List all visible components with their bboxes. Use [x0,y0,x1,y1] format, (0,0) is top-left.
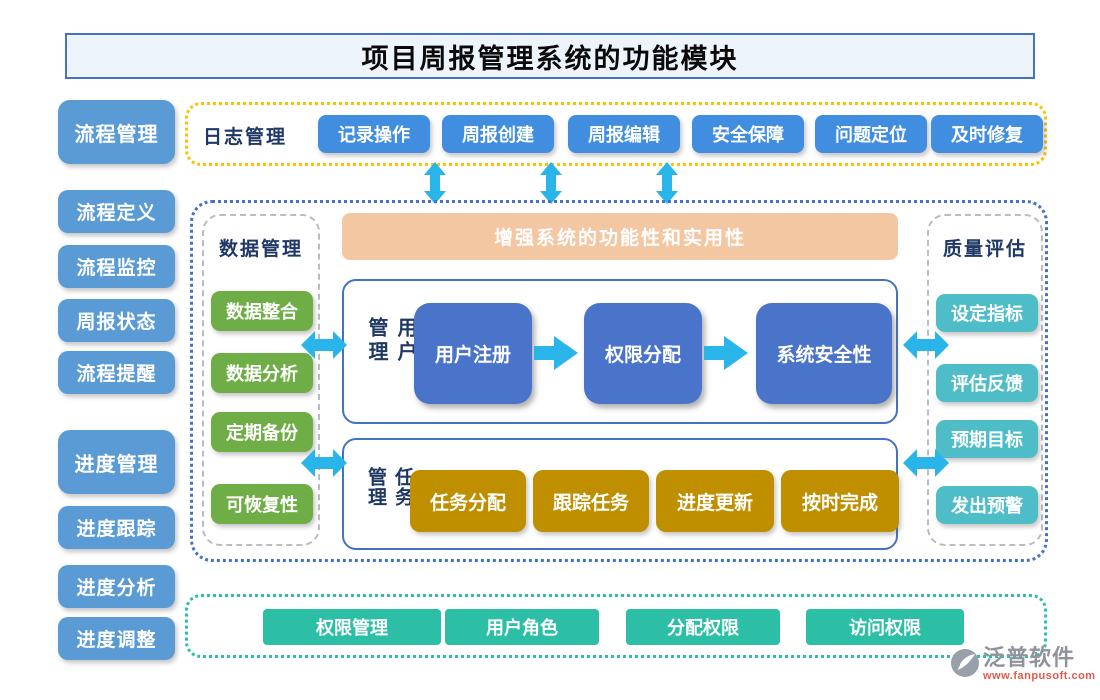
button-record-operations[interactable]: 记录操作 [318,115,430,153]
button-recoverability[interactable]: 可恢复性 [211,484,313,524]
button-assign-permissions[interactable]: 分配权限 [626,609,780,645]
button-permission-management[interactable]: 权限管理 [263,609,441,645]
vendor-logo-icon [951,649,979,677]
button-task-tracking[interactable]: 跟踪任务 [533,470,649,532]
horizontal-double-arrow-icon [301,449,347,477]
button-system-security[interactable]: 系统安全性 [756,303,892,404]
sidebar-item-process-definition[interactable]: 流程定义 [58,190,175,233]
data-management-label: 数据管理 [218,239,304,260]
user-management-label: 用户管理 [365,316,416,365]
vendor-logo: 泛普软件 www.fanpusoft.com [950,646,1096,682]
button-report-create[interactable]: 周报创建 [442,115,554,153]
log-management-section [185,102,1047,166]
quality-assessment-label: 质量评估 [942,239,1028,260]
sidebar-item-process-monitoring[interactable]: 流程监控 [58,245,175,288]
sidebar-item-progress-tracking[interactable]: 进度跟踪 [58,506,175,549]
sidebar-item-report-status[interactable]: 周报状态 [58,299,175,342]
button-assessment-feedback[interactable]: 评估反馈 [936,364,1038,402]
button-data-analysis[interactable]: 数据分析 [211,353,313,393]
button-task-assignment[interactable]: 任务分配 [410,470,526,532]
button-data-integration[interactable]: 数据整合 [211,291,313,331]
button-access-permissions[interactable]: 访问权限 [806,609,964,645]
task-management-label: 任务管理 [365,467,413,507]
button-permission-assignment[interactable]: 权限分配 [584,303,702,404]
core-function-section [190,200,1048,562]
button-regular-backup[interactable]: 定期备份 [211,412,313,452]
button-timely-repair[interactable]: 及时修复 [931,115,1043,153]
horizontal-double-arrow-icon [903,449,949,477]
horizontal-double-arrow-icon [301,331,347,359]
button-progress-update[interactable]: 进度更新 [656,470,774,532]
sidebar-item-process-reminder[interactable]: 流程提醒 [58,351,175,394]
vertical-double-arrow-icon [424,162,446,204]
sidebar-item-process-management[interactable]: 流程管理 [58,100,175,164]
button-user-registration[interactable]: 用户注册 [414,303,532,404]
user-management-box: 用户管理 用户注册 权限分配 系统安全性 [342,279,898,424]
task-management-box: 任务管理 任务分配 跟踪任务 进度更新 按时完成 [342,438,899,550]
vertical-double-arrow-icon [656,162,678,204]
flow-arrow-right-icon [534,336,578,370]
button-on-time-completion[interactable]: 按时完成 [781,470,899,532]
flow-arrow-right-icon [704,336,748,370]
button-problem-locating[interactable]: 问题定位 [815,115,927,153]
horizontal-double-arrow-icon [903,331,949,359]
button-expected-goals[interactable]: 预期目标 [936,420,1038,458]
sidebar-item-progress-adjustment[interactable]: 进度调整 [58,617,175,660]
quality-assessment-panel: 质量评估 设定指标 评估反馈 预期目标 发出预警 [927,214,1043,546]
sidebar-item-progress-analysis[interactable]: 进度分析 [58,565,175,608]
button-issue-warning[interactable]: 发出预警 [936,486,1038,524]
vendor-logo-url: www.fanpusoft.com [983,670,1096,682]
vertical-double-arrow-icon [540,162,562,204]
button-user-roles[interactable]: 用户角色 [445,609,599,645]
page-title: 项目周报管理系统的功能模块 [65,33,1035,79]
sidebar-item-progress-management[interactable]: 进度管理 [58,430,175,494]
log-management-label: 日志管理 [203,127,288,148]
banner-enhance-system: 增强系统的功能性和实用性 [342,213,898,260]
data-management-panel: 数据管理 数据整合 数据分析 定期备份 可恢复性 [202,214,320,546]
button-report-edit[interactable]: 周报编辑 [568,115,680,153]
permission-section [185,594,1047,658]
vendor-logo-name: 泛普软件 [983,645,1076,670]
button-set-indicators[interactable]: 设定指标 [936,294,1038,332]
button-security-guarantee[interactable]: 安全保障 [692,115,804,153]
